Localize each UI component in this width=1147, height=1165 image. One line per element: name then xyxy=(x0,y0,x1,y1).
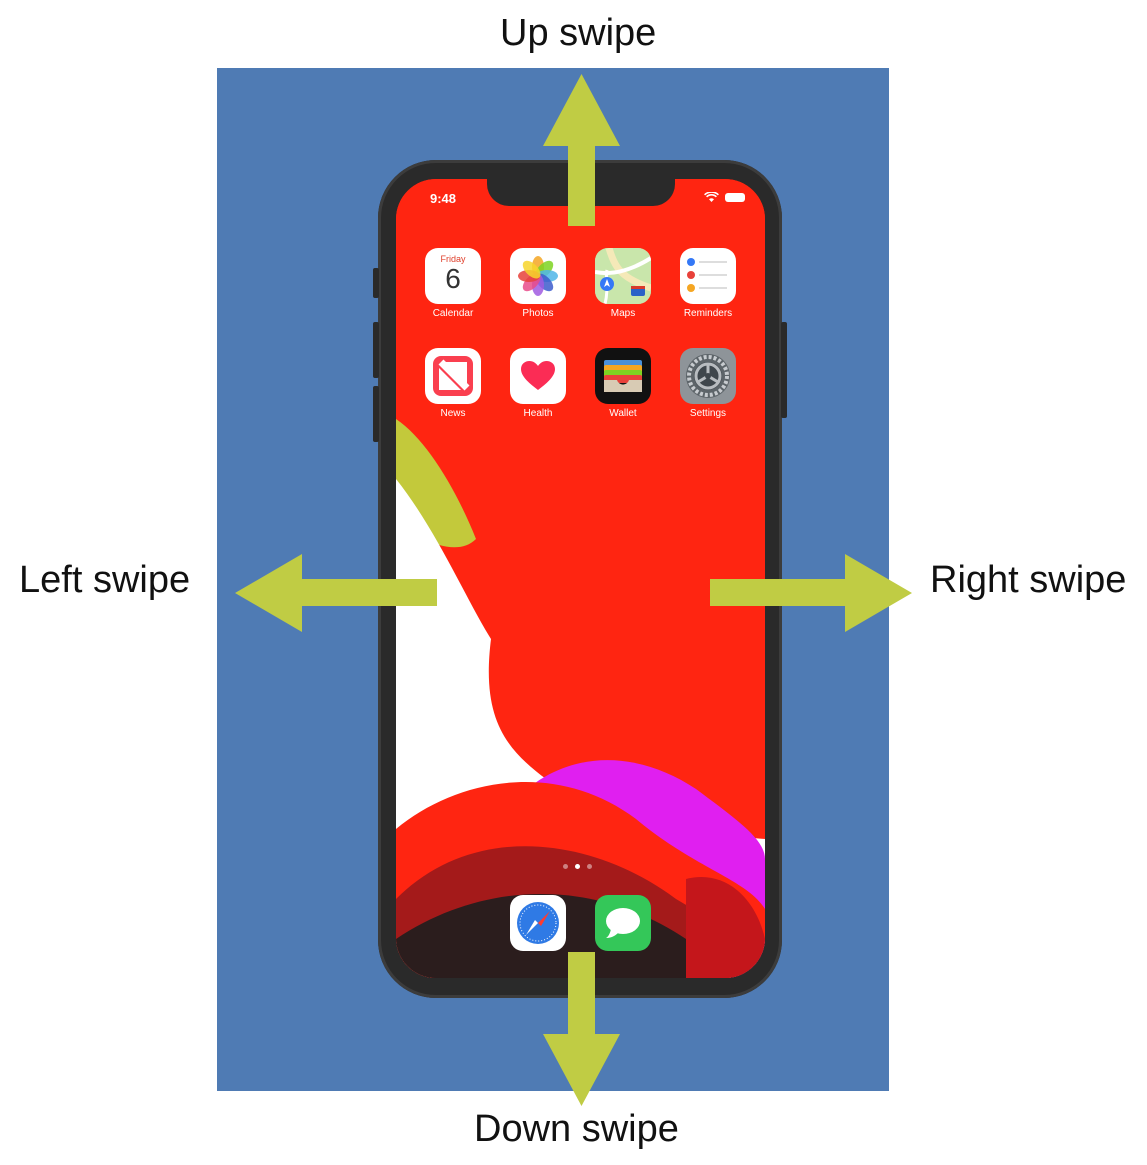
down-arrow xyxy=(543,952,620,1106)
app-calendar[interactable]: Friday 6 Calendar xyxy=(424,248,482,319)
app-label: Reminders xyxy=(683,308,733,319)
calendar-icon: Friday 6 xyxy=(425,248,481,304)
right-arrow xyxy=(710,554,912,632)
maps-icon xyxy=(595,248,651,304)
app-reminders[interactable]: Reminders xyxy=(679,248,737,319)
app-wallet[interactable]: Wallet xyxy=(594,348,652,419)
dock-app-messages[interactable] xyxy=(594,895,652,951)
app-health[interactable]: Health xyxy=(509,348,567,419)
app-label: Health xyxy=(523,408,553,419)
photos-icon xyxy=(510,248,566,304)
page-dot xyxy=(587,864,592,869)
up-swipe-label: Up swipe xyxy=(500,12,657,54)
news-icon xyxy=(425,348,481,404)
app-label: News xyxy=(440,408,466,419)
page-dot xyxy=(563,864,568,869)
up-arrow xyxy=(543,74,620,226)
heart-icon xyxy=(510,348,566,404)
app-label: Calendar xyxy=(432,308,474,319)
app-label: Settings xyxy=(689,408,727,419)
down-arrow-shape xyxy=(543,952,620,1106)
messages-icon xyxy=(595,895,651,951)
status-icons xyxy=(704,192,745,203)
calendar-day: Friday xyxy=(440,254,466,264)
calendar-date: 6 xyxy=(445,263,461,294)
dock-app-safari[interactable] xyxy=(509,895,567,951)
app-photos[interactable]: Photos xyxy=(509,248,567,319)
right-arrow-shape xyxy=(710,554,912,632)
app-news[interactable]: News xyxy=(424,348,482,419)
battery-icon xyxy=(725,193,745,202)
up-arrow-shape xyxy=(543,74,620,226)
wifi-icon xyxy=(704,192,719,202)
app-settings[interactable]: Settings xyxy=(679,348,737,419)
wallet-icon xyxy=(595,348,651,404)
app-label: Maps xyxy=(610,308,636,319)
app-label: Wallet xyxy=(609,408,637,419)
status-time: 9:48 xyxy=(430,191,457,206)
left-arrow xyxy=(235,554,437,632)
page-indicator[interactable] xyxy=(563,864,592,869)
gear-icon xyxy=(680,348,736,404)
safari-icon xyxy=(510,895,566,951)
wallpaper xyxy=(396,179,765,978)
mute-switch xyxy=(373,268,379,298)
reminders-icon xyxy=(680,248,736,304)
left-swipe-label: Left swipe xyxy=(19,559,191,601)
app-label: Photos xyxy=(522,308,554,319)
app-maps[interactable]: Maps xyxy=(594,248,652,319)
volume-up-button xyxy=(373,322,379,378)
power-button xyxy=(781,322,787,418)
page-dot-active xyxy=(575,864,580,869)
volume-down-button xyxy=(373,386,379,442)
down-swipe-label: Down swipe xyxy=(474,1108,679,1150)
left-arrow-shape xyxy=(235,554,437,632)
right-swipe-label: Right swipe xyxy=(930,559,1127,601)
